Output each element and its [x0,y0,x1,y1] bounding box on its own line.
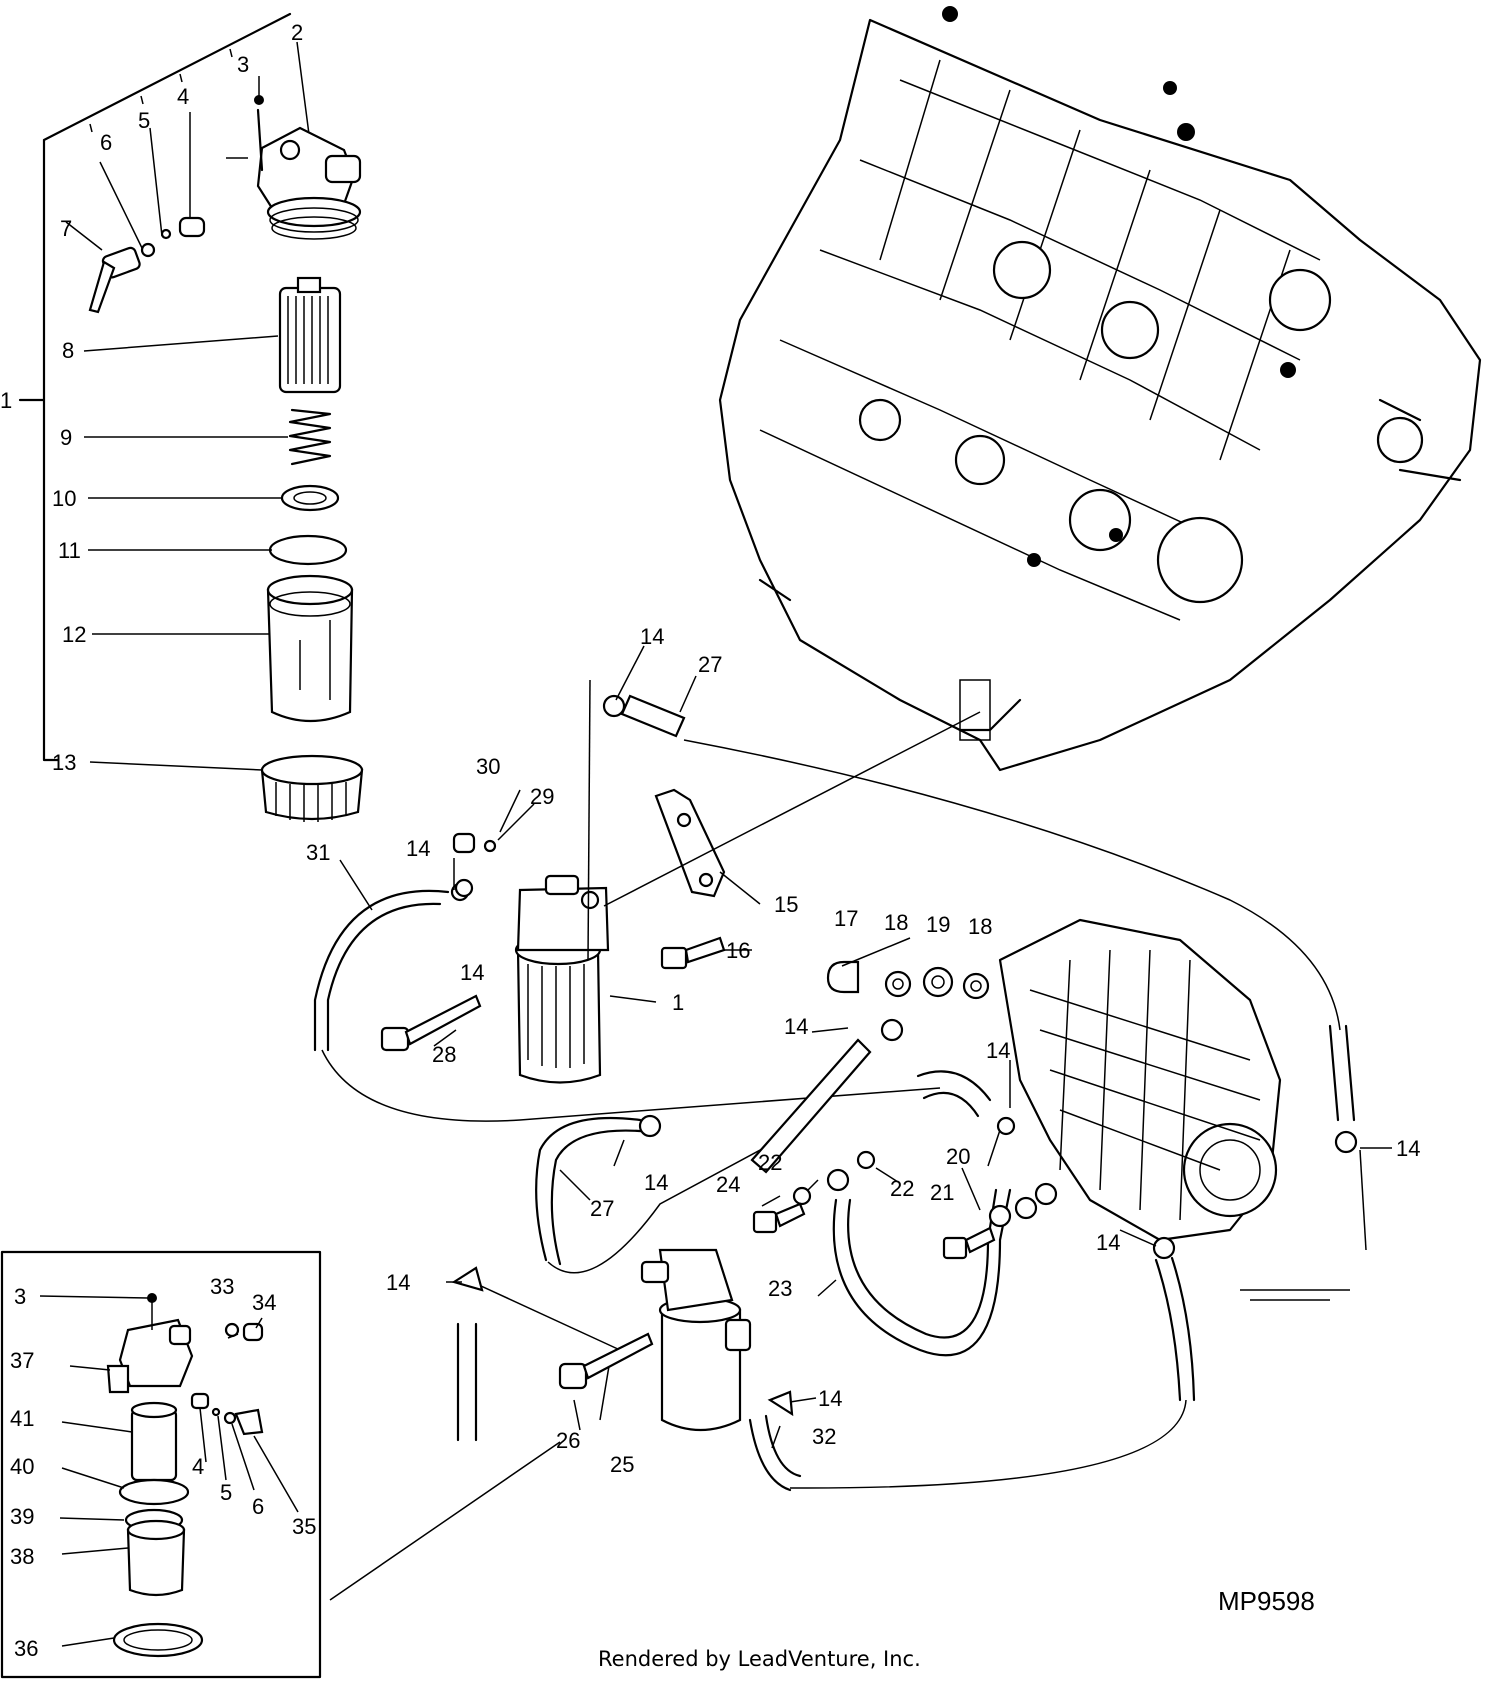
banjo-fittings [752,960,1058,1260]
callout-14: 14 [386,1270,410,1295]
callout-14: 14 [1396,1136,1420,1161]
callout-11: 11 [58,538,81,563]
callout-14: 14 [784,1014,808,1039]
hose-clamps [451,694,1358,1417]
callout-21: 21 [930,1180,954,1205]
callout-20: 20 [946,1144,970,1169]
center-callouts: 14 27 30 29 31 14 15 14 16 1 28 17 18 19… [306,624,1420,1477]
callout-16: 16 [726,938,750,963]
callout-28: 28 [432,1042,456,1067]
callout-18: 18 [884,910,908,935]
callout-27: 27 [590,1196,614,1221]
callout-2: 2 [291,20,303,45]
fitting-part [178,216,206,238]
callout-6: 6 [252,1494,264,1519]
fuel-filter-25 [558,1248,752,1432]
callout-17: 17 [834,906,858,931]
o-ring-part [268,534,348,566]
callout-19: 19 [926,912,950,937]
callout-22: 22 [758,1150,782,1175]
callout-23: 23 [768,1276,792,1301]
callout-7: 7 [60,216,72,241]
callout-14: 14 [818,1386,842,1411]
callout-5: 5 [220,1480,232,1505]
callout-15: 15 [774,892,798,917]
render-credit: Rendered by LeadVenture, Inc. [598,1647,921,1671]
callout-14: 14 [640,624,664,649]
callout-14: 14 [406,836,430,861]
callout-39: 39 [10,1504,34,1529]
callout-40: 40 [10,1454,34,1479]
fuel-filter-installed [514,874,610,1084]
engine-block [718,6,1482,772]
callout-1: 1 [0,388,12,413]
filter-bowl-part [266,574,354,723]
filter-head-part [226,95,362,240]
callout-6: 6 [100,130,112,155]
callout-34: 34 [252,1290,276,1315]
callout-38: 38 [10,1544,34,1569]
callout-1: 1 [672,990,684,1015]
filter-assembly-exploded: 2 3 4 5 6 7 8 1 9 10 11 12 13 [0,12,364,822]
bolt-28 [380,994,482,1052]
callout-32: 32 [812,1424,836,1449]
callout-10: 10 [52,486,76,511]
ring-nut-part [260,754,364,822]
callout-25: 25 [610,1452,634,1477]
filter-element-part [278,276,342,394]
callout-14: 14 [644,1170,668,1195]
callout-33: 33 [210,1274,234,1299]
washer-part [280,484,340,512]
callout-14: 14 [986,1038,1010,1063]
callout-3: 3 [237,52,249,77]
callout-29: 29 [530,784,554,809]
diagram-reference-code: MP9598 [1218,1586,1315,1616]
inset-alternate-filter: 3 33 34 37 41 40 4 39 5 6 35 38 36 [0,1250,322,1679]
callout-31: 31 [306,840,330,865]
callout-35: 35 [292,1514,316,1539]
bolt-16 [660,936,726,970]
callout-5: 5 [138,108,150,133]
callout-9: 9 [60,425,72,450]
callout-27: 27 [698,652,722,677]
callout-3: 3 [14,1284,26,1309]
callout-24: 24 [716,1172,740,1197]
mounting-bracket [654,788,726,898]
callout-14: 14 [1096,1230,1120,1255]
fuel-lines [313,679,1367,1601]
callout-4: 4 [177,84,189,109]
callout-13: 13 [52,750,76,775]
callout-8: 8 [62,338,74,363]
callout-18: 18 [968,914,992,939]
callout-36: 36 [14,1636,38,1661]
callout-37: 37 [10,1348,34,1373]
callout-4: 4 [192,1454,204,1479]
shutoff-valve-lever [88,246,141,314]
callout-12: 12 [62,622,86,647]
callout-26: 26 [556,1428,580,1453]
callout-22: 22 [890,1176,914,1201]
injection-pump [998,918,1350,1301]
callout-30: 30 [476,754,500,779]
spring-part [288,408,332,466]
callout-14: 14 [460,960,484,985]
callout-41: 41 [10,1406,34,1431]
